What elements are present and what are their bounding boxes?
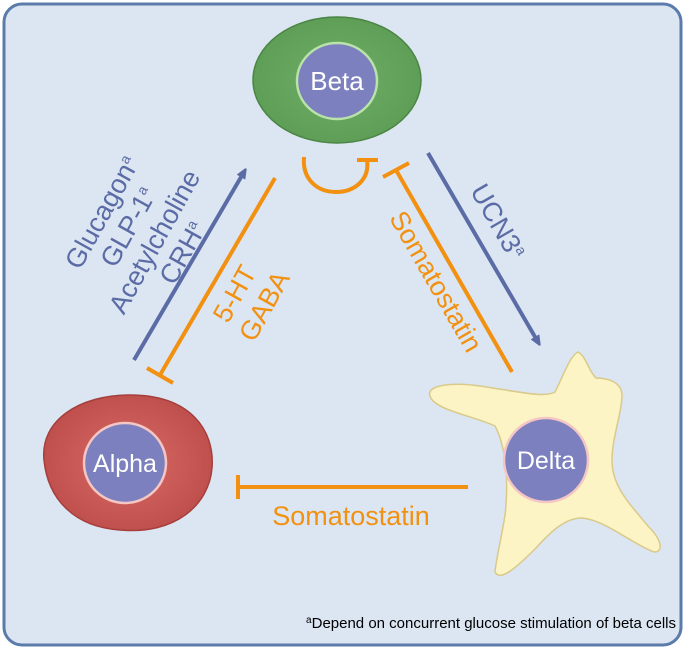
- delta-to-beta-inhibition: [382, 161, 514, 373]
- beta-autocrine-inhibition: [301, 156, 378, 195]
- beta-nucleus: [295, 41, 379, 121]
- beta-to-alpha-inhibition: [146, 176, 277, 385]
- delta-to-alpha-inhibition: [236, 475, 468, 499]
- delta-to-alpha-label: Somatostatin: [272, 501, 430, 531]
- delta-nucleus: [502, 416, 590, 504]
- alpha-nucleus: [82, 421, 168, 505]
- delta-label: Delta: [517, 447, 575, 475]
- delta-cell: Delta: [428, 351, 661, 577]
- beta-label: Beta: [310, 66, 364, 96]
- footnote: aDepend on concurrent glucose stimulatio…: [306, 615, 676, 632]
- beta-cell: Beta: [252, 16, 422, 144]
- alpha-label: Alpha: [93, 450, 157, 478]
- alpha-to-beta-arrow: [132, 172, 244, 362]
- alpha-cell: Alpha: [43, 394, 213, 532]
- beta-to-delta-arrow: [426, 151, 538, 342]
